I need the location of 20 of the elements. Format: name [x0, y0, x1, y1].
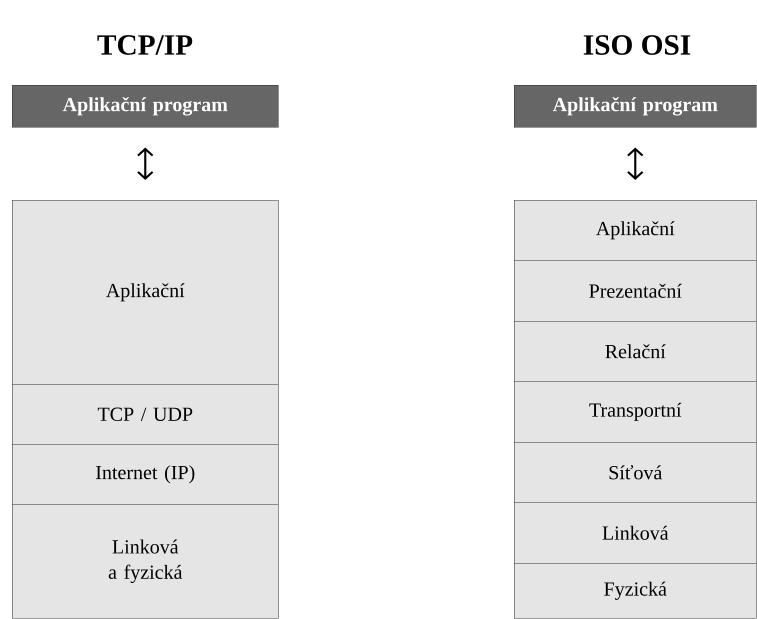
program-box: Aplikační program [12, 85, 279, 128]
program-box: Aplikační program [514, 85, 757, 128]
layer-box: Linková a fyzická [12, 504, 279, 619]
double-arrow [137, 148, 154, 180]
node-label: Fyzická [604, 582, 667, 600]
layer-box: Internet (IP) [12, 444, 279, 505]
layer-box: TCP / UDP [12, 384, 279, 445]
node-label: Linková [602, 526, 668, 540]
node-label: Relační [605, 344, 666, 358]
model-title: TCP/IP [97, 35, 192, 55]
layer-box: Síťová [514, 442, 757, 503]
node-label: Linková a fyzická [108, 539, 182, 584]
layer-box: Prezentační [514, 260, 757, 322]
layer-box: Linková [514, 502, 757, 564]
model-title: ISO OSI [584, 35, 690, 55]
layer-box: Transportní [514, 381, 757, 443]
layer-box: Relační [514, 321, 757, 382]
layer-box: Fyzická [514, 563, 757, 619]
layer-box: Aplikační [514, 200, 757, 261]
double-arrow [627, 148, 644, 180]
